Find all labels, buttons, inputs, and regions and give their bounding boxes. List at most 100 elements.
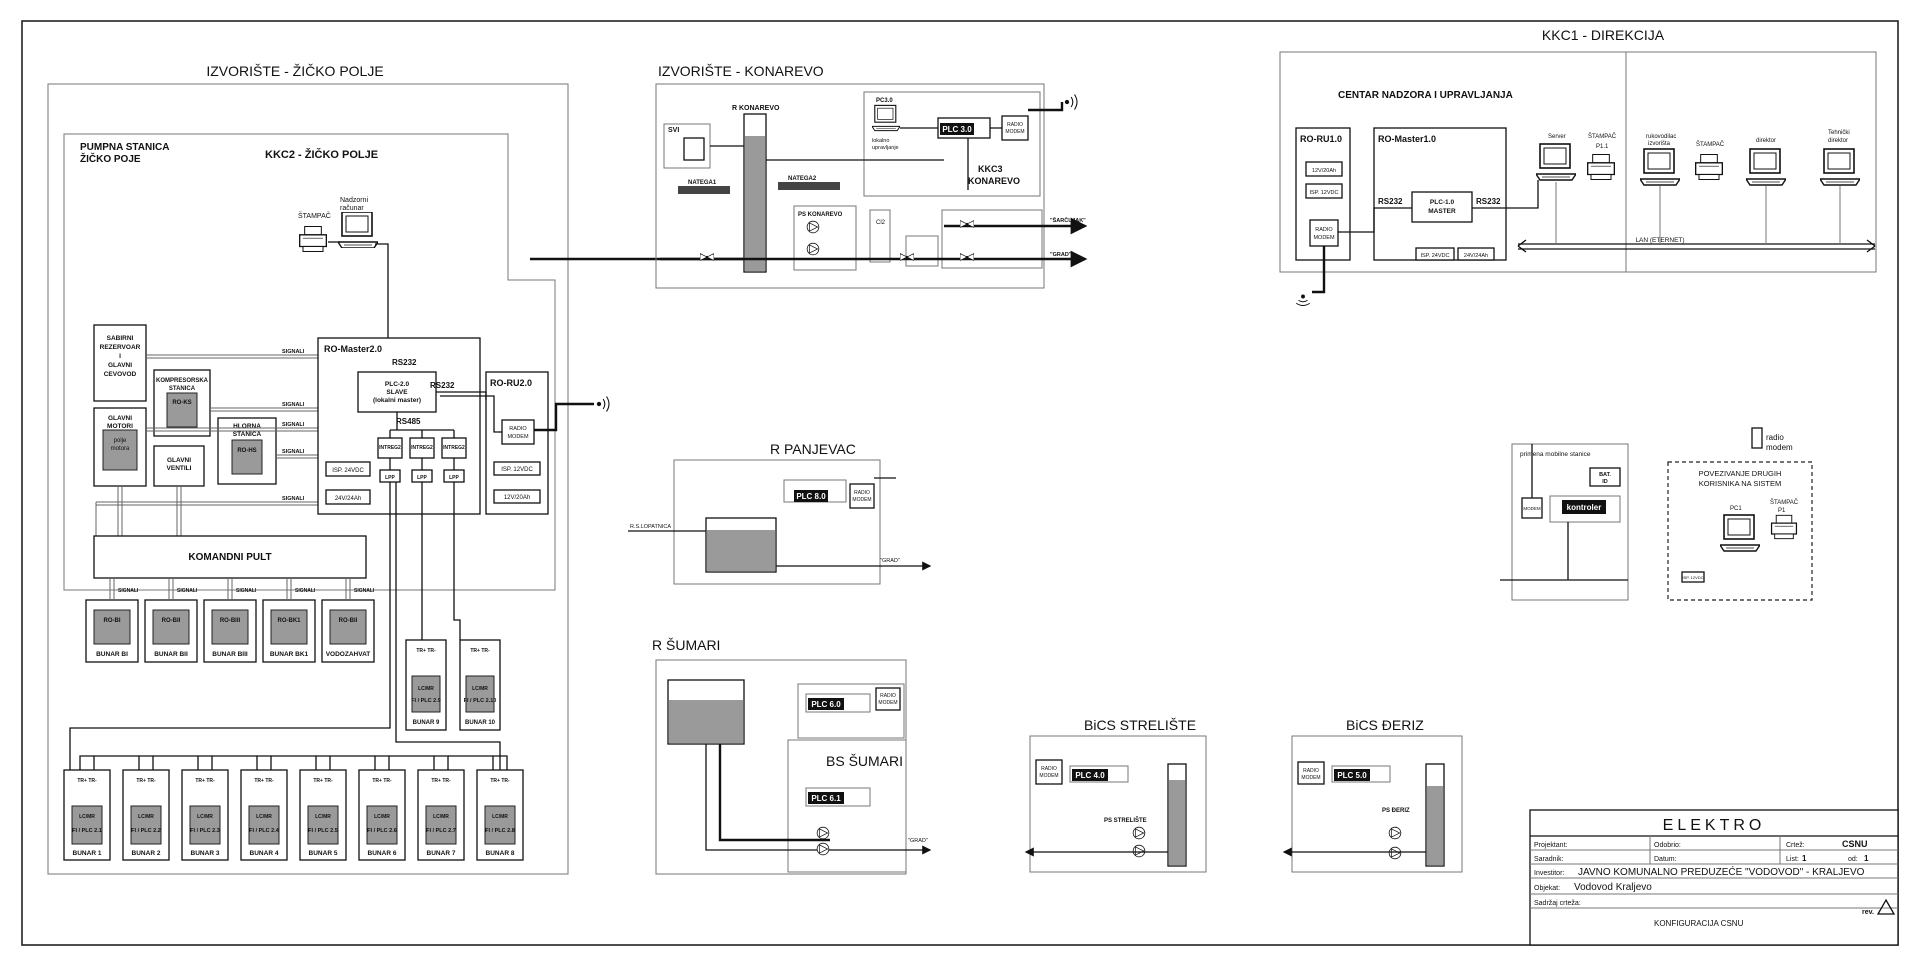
pumpna-label-1: PUMPNA STANICA	[80, 142, 169, 153]
well-bottom-plc	[189, 805, 221, 845]
svg-text:TR+ TR-: TR+ TR-	[254, 778, 274, 784]
svg-text:polje: polje	[114, 438, 127, 444]
svg-text:NATEGA2: NATEGA2	[788, 176, 817, 182]
zone-strel: BiCS STRELIŠTE RADIO MODEM PLC 4.0 PS ST…	[1024, 717, 1207, 873]
zone-title-zicko: IZVORIŠTE - ŽIČKO POLJE	[206, 63, 383, 79]
svg-text:TR+ TR-: TR+ TR-	[416, 648, 436, 654]
computer-icon	[338, 212, 378, 248]
svg-text:MODEM: MODEM	[507, 434, 529, 440]
svg-text:ISP. 12VDC: ISP. 12VDC	[1682, 575, 1703, 580]
svg-text:LPP: LPP	[385, 475, 395, 481]
svg-text:List:: List:	[1786, 856, 1799, 863]
svg-text:SABIRNI: SABIRNI	[107, 335, 134, 342]
well-bottom-name: BUNAR 8	[486, 850, 515, 857]
well-side-plc	[465, 675, 495, 713]
zone-sumari: R ŠUMARI PLC 6.0 RADIO MODEM BS ŠUMARI P…	[652, 637, 932, 875]
svg-text:MODEM: MODEM	[1301, 775, 1320, 781]
well-top-name: BUNAR BIII	[212, 651, 248, 658]
svg-text:R KONAREVO: R KONAREVO	[732, 105, 780, 112]
svg-text:MASTER: MASTER	[1428, 208, 1456, 215]
bat24-box	[325, 489, 371, 505]
polje-motora-box	[102, 429, 138, 471]
svg-text:1: 1	[1864, 854, 1869, 863]
svg-text:POVEZIVANJE DRUGIH: POVEZIVANJE DRUGIH	[1699, 469, 1782, 478]
svg-text:ISP. 12VDC: ISP. 12VDC	[1310, 190, 1339, 196]
svg-text:Objekat:: Objekat:	[1534, 885, 1560, 892]
zone-title-deriz: BiCS ĐERIZ	[1346, 717, 1424, 733]
well-top-ro	[211, 609, 249, 645]
pumpna-stanica-frame	[63, 133, 556, 591]
svg-text:motora: motora	[111, 446, 130, 452]
svg-text:Vodovod Kraljevo: Vodovod Kraljevo	[1574, 882, 1652, 893]
well-bottom-name: BUNAR 1	[73, 850, 102, 857]
svg-text:ISP. 24VDC: ISP. 24VDC	[1421, 253, 1450, 259]
svg-text:Tehnički: Tehnički	[1828, 130, 1850, 136]
svg-text:RADIO: RADIO	[880, 693, 896, 699]
svg-text:SVI: SVI	[668, 127, 679, 134]
well-bottom-plc	[248, 805, 280, 845]
svg-text:rev.: rev.	[1862, 909, 1874, 916]
svg-text:GLAVNI: GLAVNI	[108, 362, 132, 369]
svg-text:rukovodilac: rukovodilac	[1646, 134, 1676, 140]
svg-text:direktor: direktor	[1756, 138, 1776, 144]
well-top-name: BUNAR BII	[154, 651, 188, 658]
well-top-ro	[329, 609, 367, 645]
well-bottom-name: BUNAR 4	[250, 850, 279, 857]
svg-text:RS232: RS232	[1378, 197, 1403, 206]
ro-ru2-label: RO-RU2.0	[490, 378, 532, 388]
povezivanje: radio modem POVEZIVANJE DRUGIH KORISNIKA…	[1667, 427, 1813, 601]
svg-text:LPP: LPP	[417, 475, 427, 481]
well-bottom-plc-label: FI / PLC 2.3	[190, 828, 220, 834]
well-side-name: BUNAR 10	[465, 720, 496, 726]
svg-text:SIGNALI: SIGNALI	[282, 449, 305, 455]
nadzorni-label-1: Nadzorni	[340, 197, 368, 204]
signal-label: SIGNALI	[118, 588, 139, 594]
glavni-ventili-box	[153, 445, 205, 487]
svg-text:INTREG2: INTREG2	[411, 445, 433, 451]
svg-text:GLAVNI: GLAVNI	[108, 415, 132, 422]
zone-title-konarevo: IZVORIŠTE - KONAREVO	[658, 63, 824, 79]
svg-text:PC3.0: PC3.0	[876, 98, 893, 104]
well-bottom-plc-label: FI / PLC 2.5	[308, 828, 338, 834]
stampac-label: ŠTAMPAČ	[298, 211, 331, 220]
ro-master2-label: RO-Master2.0	[324, 344, 382, 354]
svg-text:Crtež:: Crtež:	[1786, 842, 1805, 849]
komandni-pult-label: KOMANDNI PULT	[188, 552, 271, 563]
zone-title-panjevac: R PANJEVAC	[770, 441, 856, 457]
zone-konarevo: IZVORIŠTE - KONAREVO R KONAREVO SVI NATE…	[655, 63, 1088, 289]
zone-title-kkc1: KKC1 - DIREKCIJA	[1542, 27, 1665, 43]
svg-text:TR+ TR-: TR+ TR-	[490, 778, 510, 784]
svg-text:SIGNALI: SIGNALI	[282, 496, 305, 502]
well-bottom-name: BUNAR 3	[191, 850, 220, 857]
svg-text:Datum:: Datum:	[1654, 856, 1677, 863]
svg-text:ISP. 12VDC: ISP. 12VDC	[501, 467, 533, 473]
well-top-ro-label: RO-BK1	[277, 618, 301, 624]
svg-text:LPP: LPP	[449, 475, 459, 481]
svg-text:LC/MR: LC/MR	[472, 686, 488, 692]
svg-text:RS232: RS232	[430, 381, 455, 390]
svg-text:INTREG2: INTREG2	[379, 445, 401, 451]
svg-text:SLAVE: SLAVE	[386, 389, 408, 396]
well-bottom-plc-label: FI / PLC 2.7	[426, 828, 456, 834]
svg-text:BAT.: BAT.	[1599, 472, 1611, 478]
svg-text:P1.1: P1.1	[1596, 144, 1609, 150]
svg-text:SIGNALI: SIGNALI	[282, 422, 305, 428]
svg-text:LC/MR: LC/MR	[256, 814, 272, 820]
svg-text:RS485: RS485	[396, 417, 421, 426]
svg-text:izvorišta: izvorišta	[1648, 141, 1671, 147]
svg-text:PS STRELIŠTE: PS STRELIŠTE	[1104, 816, 1147, 824]
svg-text:KONAREVO: KONAREVO	[968, 176, 1020, 186]
well-bottom-name: BUNAR 2	[132, 850, 161, 857]
svg-text:radio: radio	[1766, 433, 1784, 442]
svg-text:STANICA: STANICA	[169, 386, 196, 392]
svg-text:"GRAD": "GRAD"	[880, 558, 900, 564]
ro-ks-box	[166, 392, 198, 428]
antenna-icon-ru2	[596, 395, 610, 413]
svg-text:MODEM: MODEM	[878, 700, 897, 706]
svg-text:VENTILI: VENTILI	[167, 465, 192, 472]
pumpna-label-2: ŽIČKO POJE	[80, 152, 141, 165]
svg-text:RADIO: RADIO	[509, 426, 527, 432]
